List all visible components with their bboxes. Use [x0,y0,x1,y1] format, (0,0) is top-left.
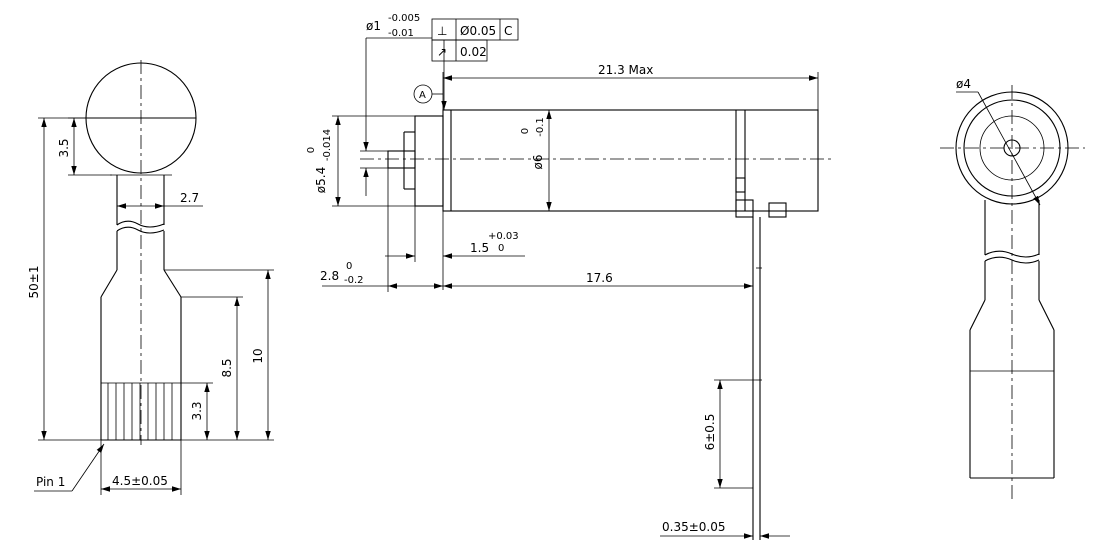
dim-neck-2-7: 2.7 [117,191,203,209]
dim-shaft-len: 2.8 0 -0.2 [320,168,443,292]
motor-boss-and-shaft [360,115,835,207]
gdt-runout-frame: ↗ 0.02 [431,39,488,62]
dim-width-4-5: 4.5±0.05 [100,440,182,495]
dim-boss-dia: ø5.4 0 -0.014 [306,115,415,207]
middle-view: ø1 -0.005 -0.01 ⊥ Ø0.05 C ↗ 0.02 [306,13,835,540]
gdt-runout-value: 0.02 [460,45,487,59]
gdt-perpendicularity-frame: ⊥ Ø0.05 C [431,18,519,110]
dim-len85-label: 8.5 [220,358,234,377]
right-end-face [940,85,1085,500]
motor-terminal-strip [752,217,762,540]
gdt-perp-value: Ø0.05 [460,24,496,38]
dim-tab-label: 6±0.5 [703,414,717,451]
dim-boss-dia-label: ø5.4 [314,167,328,193]
motor-body [442,109,819,218]
dim-len10-label: 10 [251,348,265,363]
gdt-runout-symbol: ↗ [437,45,447,59]
left-contact-pins [107,383,173,440]
dim-body-len-label: 17.6 [586,271,613,285]
left-flex-cable [100,175,182,441]
dim-len-8-5: 8.5 [181,296,243,440]
dim-body-dia: ø6 0 -0.1 [520,110,552,211]
dim-thickness-label: 0.35±0.05 [662,520,726,534]
pin1-leader: Pin 1 [34,443,105,492]
dim-total-50: 50±1 [27,117,101,441]
tol-shaft-upper: -0.005 [388,13,420,24]
dim-head-label: 3.5 [57,138,71,157]
dim-width-label: 4.5±0.05 [112,474,168,488]
right-flex-cable [969,200,1055,479]
dim-flange-upper: +0.03 [488,231,519,242]
left-view: 3.5 2.7 50±1 10 8.5 [27,60,274,495]
datum-a-label: A [419,90,426,101]
left-motor-head [85,60,197,445]
tol-shaft-lower: -0.01 [388,28,414,39]
dim-head-3-5: 3.5 [57,117,112,176]
dim-shaft-lower: -0.2 [344,275,364,286]
shaft-tolerance: ø1 -0.005 -0.01 [360,13,432,196]
dim-boss-lower: -0.014 [322,129,333,161]
dim-body-upper: 0 [520,128,531,134]
dim-dia4-label: ø4 [956,77,971,91]
dim-overall: 21.3 Max [442,63,819,110]
dim-shaft-upper: 0 [346,261,352,272]
right-view: ø4 [940,77,1085,500]
dim-flange: 1.5 +0.03 0 [385,206,525,290]
dim-tab: 6±0.5 [703,379,756,489]
tol-shaft-dia: ø1 [366,19,381,33]
dim-body-dia-label: ø6 [531,155,545,170]
dim-shaft-label: 2.8 [320,269,339,283]
dim-len-3-3: 3.3 [181,382,213,440]
dim-overall-label: 21.3 Max [598,63,653,77]
dim-neck-label: 2.7 [180,191,199,205]
dim-flange-lower: 0 [498,243,504,254]
dim-flange-label: 1.5 [470,241,489,255]
gdt-perp-datum: C [504,24,512,38]
dim-dia-4: ø4 [956,77,1041,206]
dim-len33-label: 3.3 [190,401,204,420]
pin1-label: Pin 1 [36,475,65,489]
dim-body-len: 17.6 [443,270,754,292]
dim-body-lower: -0.1 [535,117,546,137]
datum-a: A [413,84,443,104]
dim-total-label: 50±1 [27,266,41,299]
gdt-perp-symbol: ⊥ [437,24,447,38]
dim-thickness: 0.35±0.05 [660,520,790,539]
dim-boss-upper: 0 [306,147,317,153]
dim-len-10: 10 [164,269,274,441]
